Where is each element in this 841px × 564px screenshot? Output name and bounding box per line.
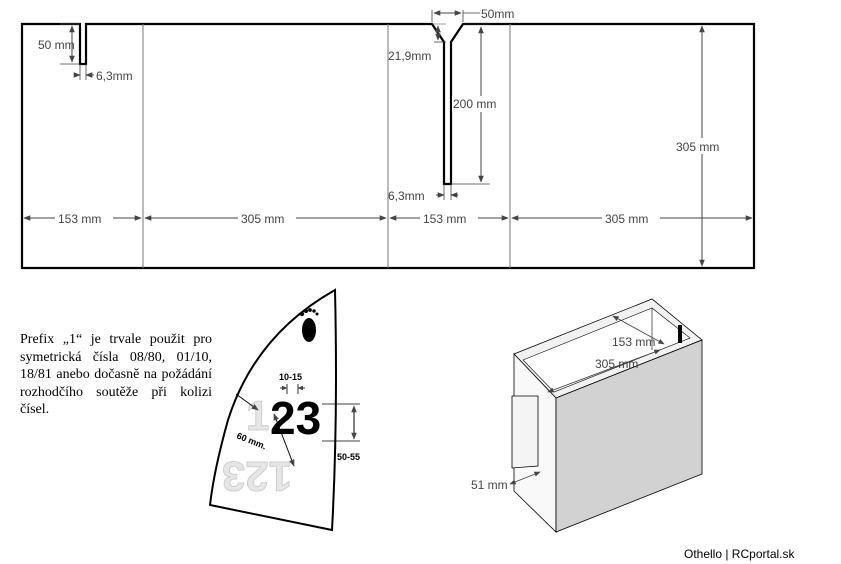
prefix-pointer: [235, 393, 259, 411]
panel-width-label: 153 mm: [423, 212, 466, 226]
footprint-icon: [299, 308, 319, 342]
credit-label: Othello | RCportal.sk: [684, 547, 795, 561]
prefix-note: Prefix „1“ je trvale použit pro symetric…: [20, 332, 212, 417]
dim-arrow: [273, 413, 295, 467]
number-plate: 1 123 23 10-15 50-55 60 mm.: [208, 288, 360, 532]
dim-arrow: [509, 471, 541, 485]
box-flap: [511, 395, 539, 469]
box-flap-label: 51 mm: [471, 478, 508, 492]
chamfer-width-label: 50mm: [481, 7, 514, 21]
box-width-label: 305 mm: [595, 357, 638, 371]
box-3d: 153 mm 305 mm 51 mm: [471, 298, 703, 533]
slot-depth-label: 50 mm: [38, 38, 75, 52]
plate-outline: [208, 288, 337, 532]
chamfer-depth-label: 21,9mm: [388, 49, 431, 63]
digit-spacing-label: 10-15: [279, 372, 302, 382]
digit-height-label: 50-55: [337, 452, 360, 462]
slot-length-label: 200 mm: [453, 97, 496, 111]
box-slot: [678, 325, 682, 343]
box-depth-label: 153 mm: [612, 335, 655, 349]
panel-width-label: 305 mm: [241, 212, 284, 226]
panel-width-label: 305 mm: [605, 212, 648, 226]
race-number: 23: [270, 392, 321, 444]
ghost-number: 123: [222, 453, 292, 500]
slot-width-left-label: 6,3mm: [96, 69, 133, 83]
slot-width-right-label: 6,3mm: [388, 189, 425, 203]
panel-width-label: 153 mm: [58, 212, 101, 226]
ghost-prefix: 1: [246, 392, 269, 439]
dim-arrow: [612, 315, 665, 345]
height-label: 305 mm: [676, 140, 719, 154]
flat-pattern: 50 mm 6,3mm 50mm 21,9mm 200 mm 6,3mm: [20, 7, 756, 270]
dim-arrow: [547, 349, 661, 393]
